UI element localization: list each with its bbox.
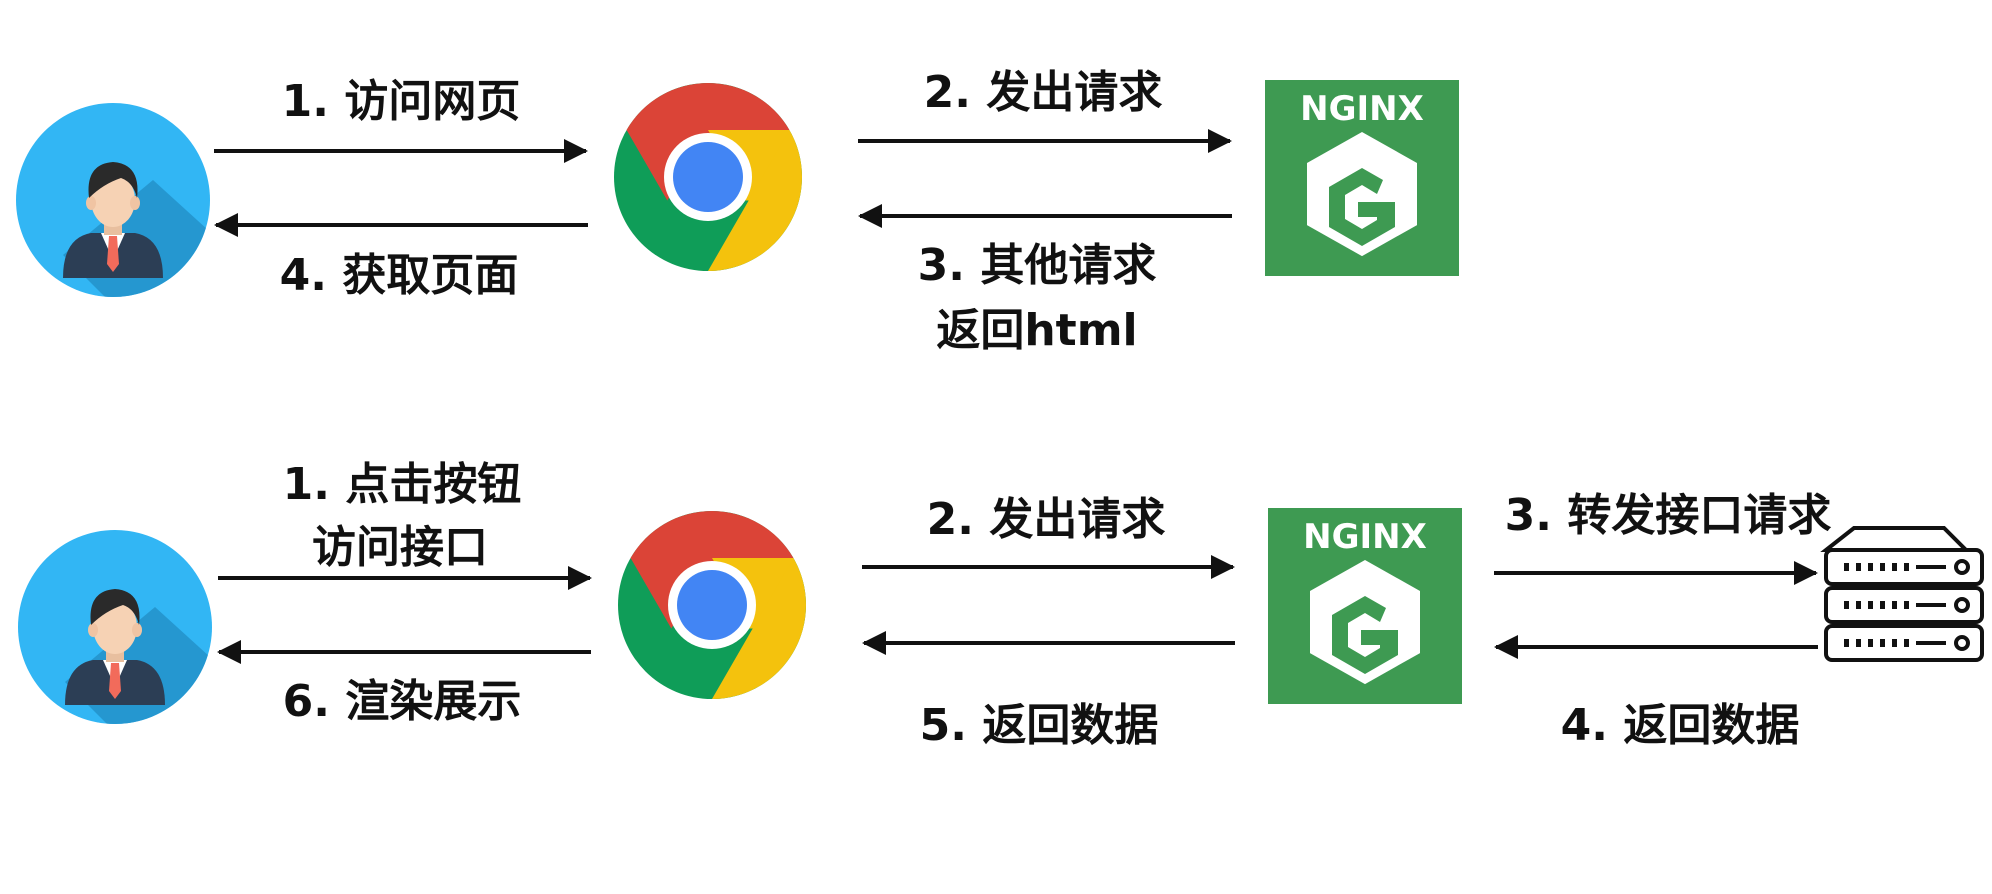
chrome-icon: [614, 83, 802, 271]
label-step3-line2: 返回html: [936, 305, 1137, 356]
server-icon: [1824, 526, 1984, 662]
label-step1-line1: 1. 点击按钮: [283, 459, 522, 510]
nginx-wordmark: NGINX: [1303, 517, 1427, 557]
chrome-icon: [618, 511, 806, 699]
label-step2: 2. 发出请求: [927, 494, 1166, 545]
label-step4: 4. 返回数据: [1561, 700, 1800, 751]
label-step2: 2. 发出请求: [924, 67, 1163, 118]
label-step4: 4. 获取页面: [280, 250, 519, 301]
nginx-wordmark: NGINX: [1300, 89, 1424, 129]
label-step3-line1: 3. 其他请求: [918, 240, 1157, 291]
label-step3: 3. 转发接口请求: [1505, 490, 1832, 541]
nginx-icon: NGINX: [1268, 508, 1462, 704]
label-step5: 5. 返回数据: [920, 700, 1159, 751]
user-avatar-icon: [16, 103, 210, 345]
label-step1-line2: 访问接口: [312, 522, 488, 573]
bottom-flow: NGINX 1. 点击按钮 访问接口 6. 渲染展示 2. 发出请求 5. 返回…: [18, 459, 1984, 772]
nginx-icon: NGINX: [1265, 80, 1459, 276]
label-step1: 1. 访问网页: [282, 76, 521, 127]
top-flow: NGINX 1. 访问网页 4. 获取页面 2. 发出请求 3. 其他请求 返回…: [16, 67, 1459, 356]
user-avatar-icon: [18, 530, 212, 772]
label-step6: 6. 渲染展示: [283, 676, 522, 727]
